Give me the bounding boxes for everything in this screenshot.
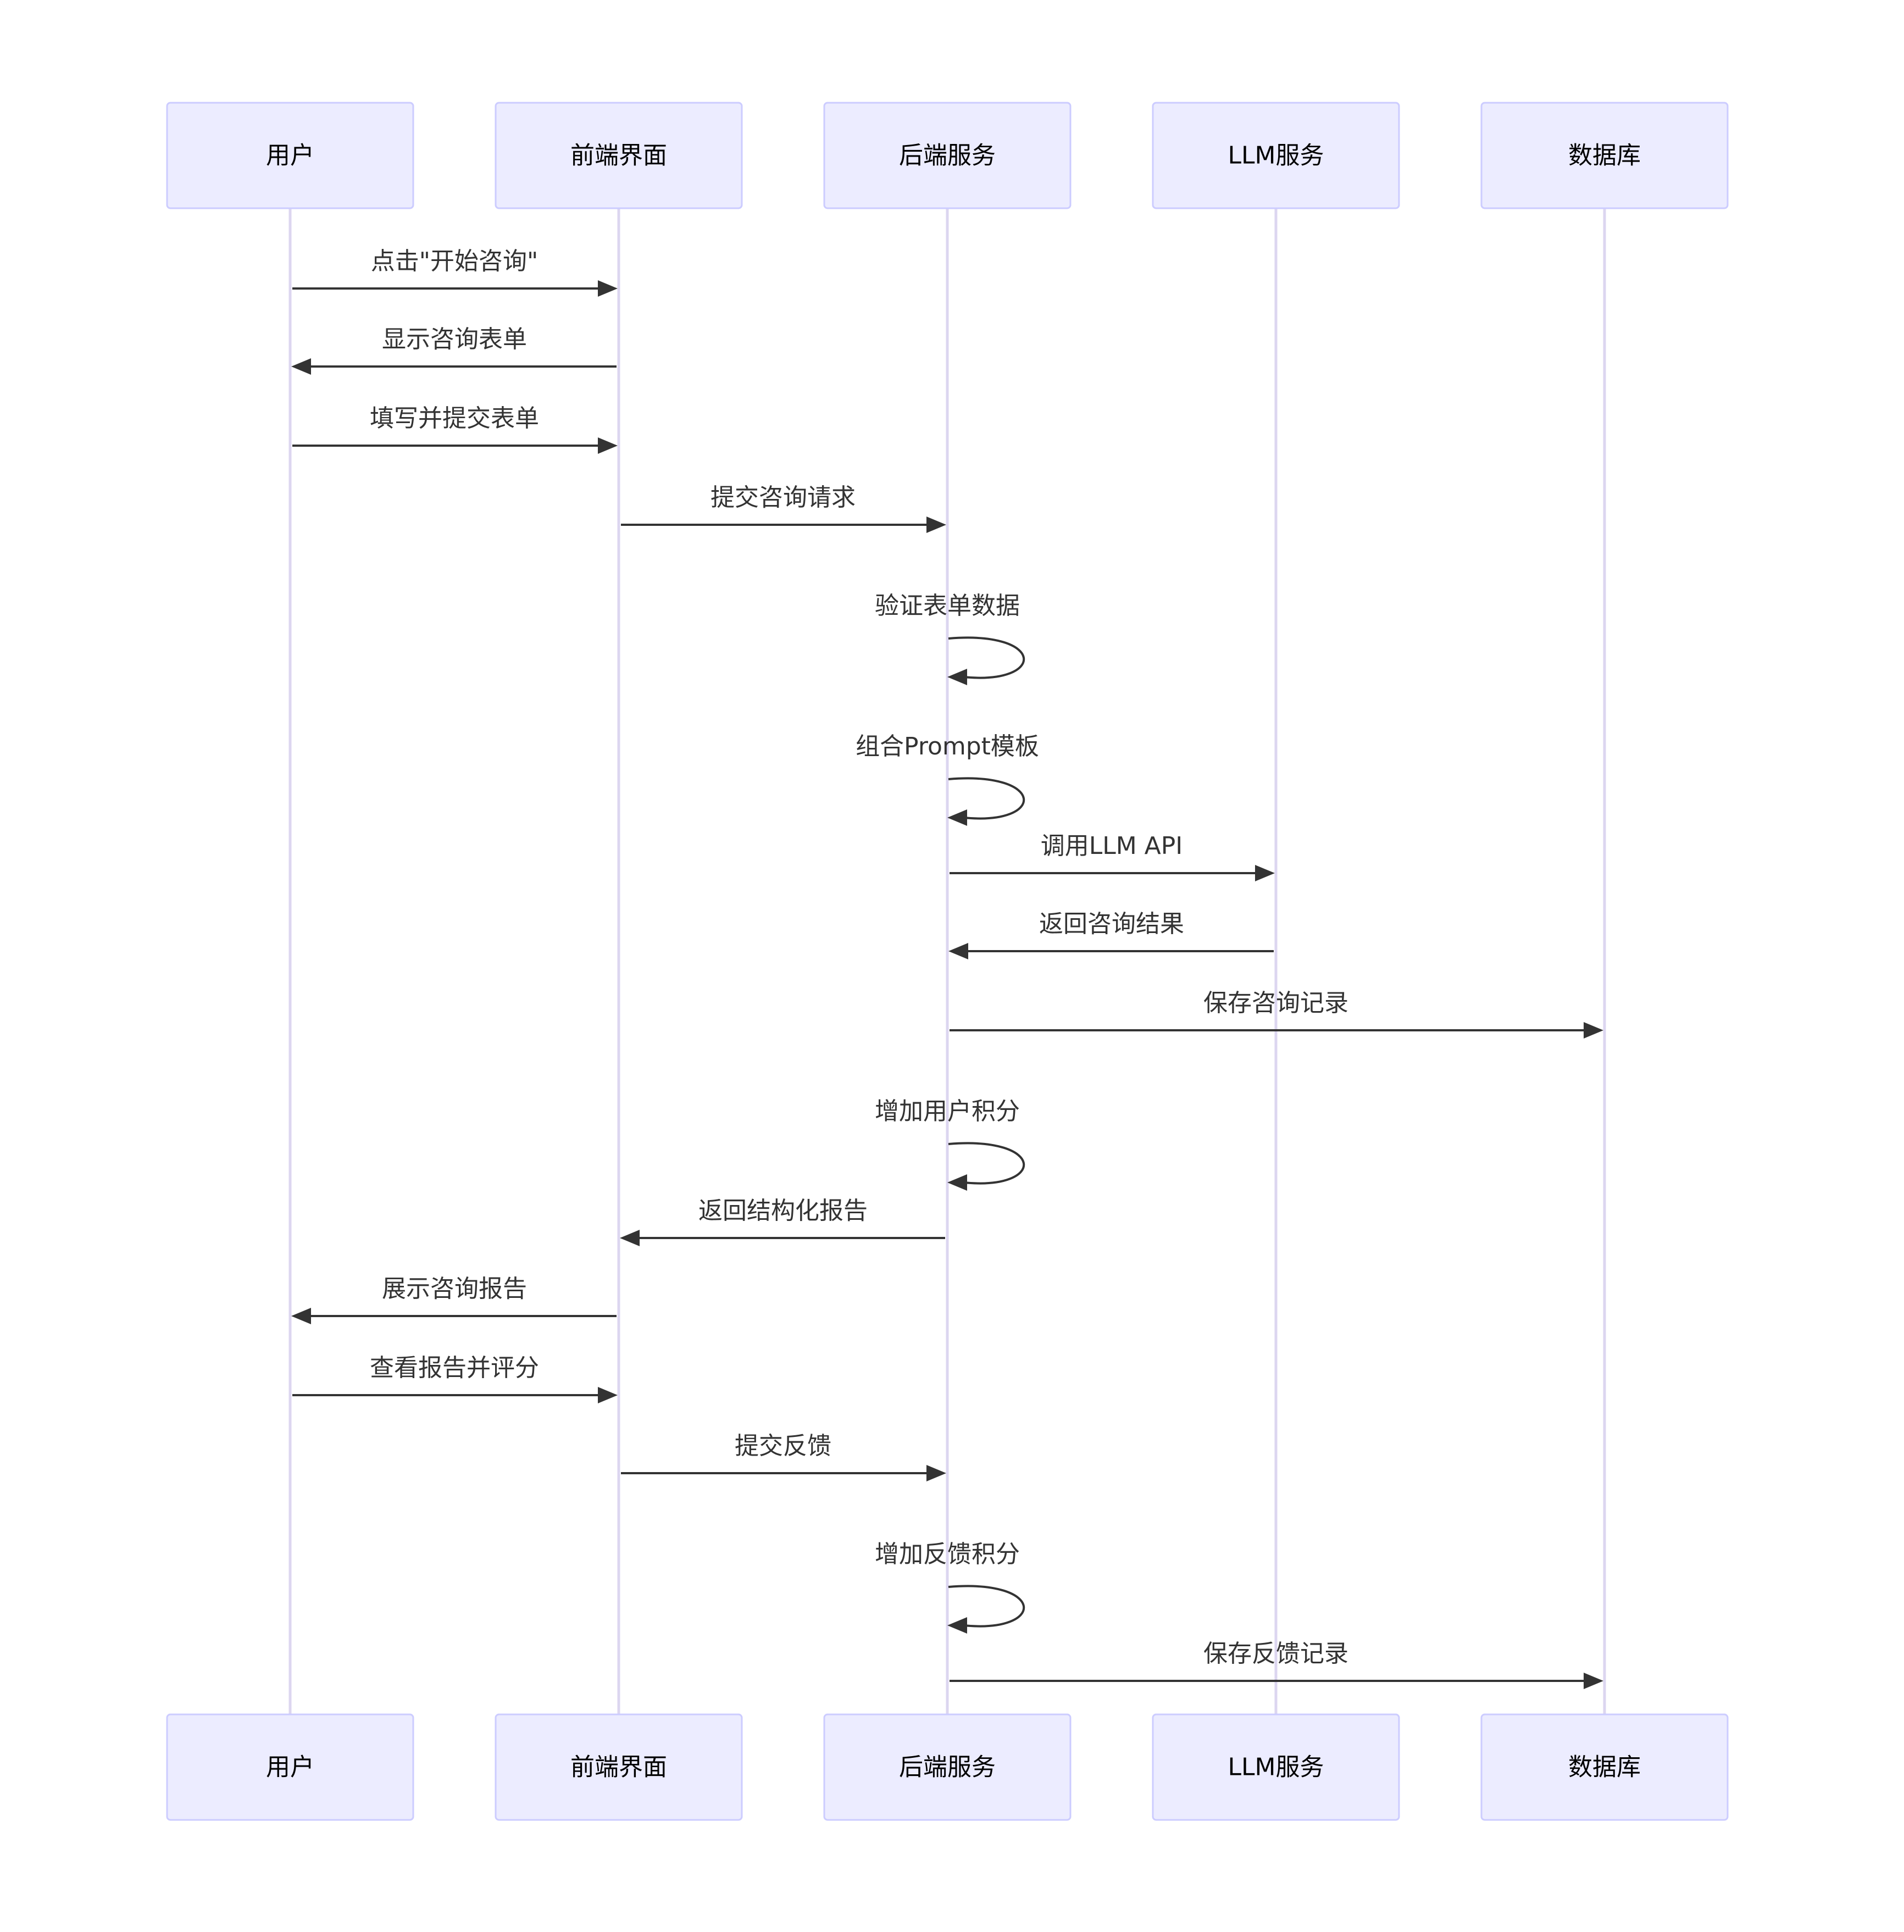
arrow-head: [598, 437, 618, 454]
message-label: 调用LLM API: [1041, 832, 1183, 860]
message-label: 提交咨询请求: [710, 484, 856, 512]
arrow-head: [620, 1230, 640, 1246]
participant-label: 前端界面: [570, 1753, 667, 1781]
participant-frontend-top: 前端界面: [495, 102, 743, 209]
arrow-head: [926, 517, 946, 533]
arrow-head: [947, 669, 967, 685]
participant-box: [1480, 1713, 1729, 1821]
message-14: 提交反馈: [621, 1432, 946, 1481]
arrow-head: [926, 1465, 946, 1481]
arrow-head: [947, 1617, 967, 1634]
arrow-head: [947, 809, 967, 826]
message-label: 返回咨询结果: [1039, 910, 1184, 938]
self-loop-line: [948, 636, 1025, 679]
participant-user-top: 用户: [166, 102, 414, 209]
message-label: 增加用户积分: [875, 1097, 1020, 1125]
message-label: 保存反馈记录: [1203, 1640, 1348, 1668]
participant-box: [1152, 102, 1400, 209]
message-label: 显示咨询表单: [382, 325, 527, 353]
message-label: 增加反馈积分: [875, 1540, 1020, 1568]
arrow-head: [598, 1387, 618, 1403]
message-9: 保存咨询记录: [950, 989, 1603, 1039]
arrow-head: [291, 1308, 311, 1324]
arrow-head: [948, 943, 968, 959]
participant-box: [166, 1713, 414, 1821]
participant-label: LLM服务: [1228, 142, 1324, 170]
message-label: 组合Prompt模板: [856, 732, 1039, 760]
message-label: 提交反馈: [735, 1432, 831, 1460]
participant-label: 数据库: [1568, 142, 1641, 170]
participant-backend-bottom: 后端服务: [823, 1713, 1072, 1821]
message-label: 验证表单数据: [875, 592, 1020, 620]
participant-box: [166, 102, 414, 209]
participant-label: 前端界面: [570, 142, 667, 170]
participant-label: 后端服务: [899, 142, 996, 170]
message-label: 返回结构化报告: [698, 1197, 868, 1225]
message-12: 展示咨询报告: [291, 1275, 617, 1324]
participant-backend-top: 后端服务: [823, 102, 1072, 209]
participant-box: [1480, 102, 1729, 209]
message-15: 增加反馈积分: [875, 1540, 1025, 1634]
message-label: 展示咨询报告: [382, 1275, 527, 1303]
participant-llm-bottom: LLM服务: [1152, 1713, 1400, 1821]
message-5: 验证表单数据: [875, 592, 1025, 685]
participant-frontend-bottom: 前端界面: [495, 1713, 743, 1821]
participant-box: [495, 102, 743, 209]
self-loop-line: [948, 1585, 1025, 1628]
message-6: 组合Prompt模板: [856, 732, 1039, 826]
message-10: 增加用户积分: [875, 1097, 1025, 1191]
message-label: 填写并提交表单: [370, 404, 539, 432]
arrow-head: [1255, 865, 1275, 881]
participant-db-top: 数据库: [1480, 102, 1729, 209]
participant-box: [823, 102, 1072, 209]
participant-label: 数据库: [1568, 1753, 1641, 1781]
message-4: 提交咨询请求: [621, 484, 946, 533]
participant-label: 用户: [266, 1753, 314, 1781]
messages: 点击"开始咨询" 显示咨询表单填写并提交表单提交咨询请求验证表单数据组合Promp…: [291, 247, 1603, 1689]
message-11: 返回结构化报告: [620, 1197, 945, 1246]
message-8: 返回咨询结果: [948, 910, 1274, 959]
message-13: 查看报告并评分: [292, 1354, 618, 1403]
arrow-head: [1584, 1673, 1603, 1689]
message-16: 保存反馈记录: [950, 1640, 1603, 1689]
participant-label: 后端服务: [899, 1753, 996, 1781]
message-7: 调用LLM API: [950, 832, 1275, 881]
arrow-head: [947, 1174, 967, 1191]
message-label: 点击"开始咨询": [371, 247, 538, 275]
message-2: 显示咨询表单: [291, 325, 617, 375]
self-loop-line: [948, 1142, 1025, 1185]
arrow-head: [291, 358, 311, 375]
participant-user-bottom: 用户: [166, 1713, 414, 1821]
message-label: 查看报告并评分: [370, 1354, 539, 1382]
participant-box: [823, 1713, 1072, 1821]
participant-llm-top: LLM服务: [1152, 102, 1400, 209]
participant-db-bottom: 数据库: [1480, 1713, 1729, 1821]
arrow-head: [598, 280, 618, 297]
message-label: 保存咨询记录: [1203, 989, 1348, 1017]
message-3: 填写并提交表单: [292, 404, 618, 454]
arrow-head: [1584, 1022, 1603, 1039]
self-loop-line: [948, 777, 1025, 820]
message-1: 点击"开始咨询": [292, 247, 618, 297]
lifelines: [288, 208, 1606, 1714]
participant-label: LLM服务: [1228, 1753, 1324, 1781]
participant-box: [495, 1713, 743, 1821]
participant-box: [1152, 1713, 1400, 1821]
participant-label: 用户: [266, 142, 314, 170]
